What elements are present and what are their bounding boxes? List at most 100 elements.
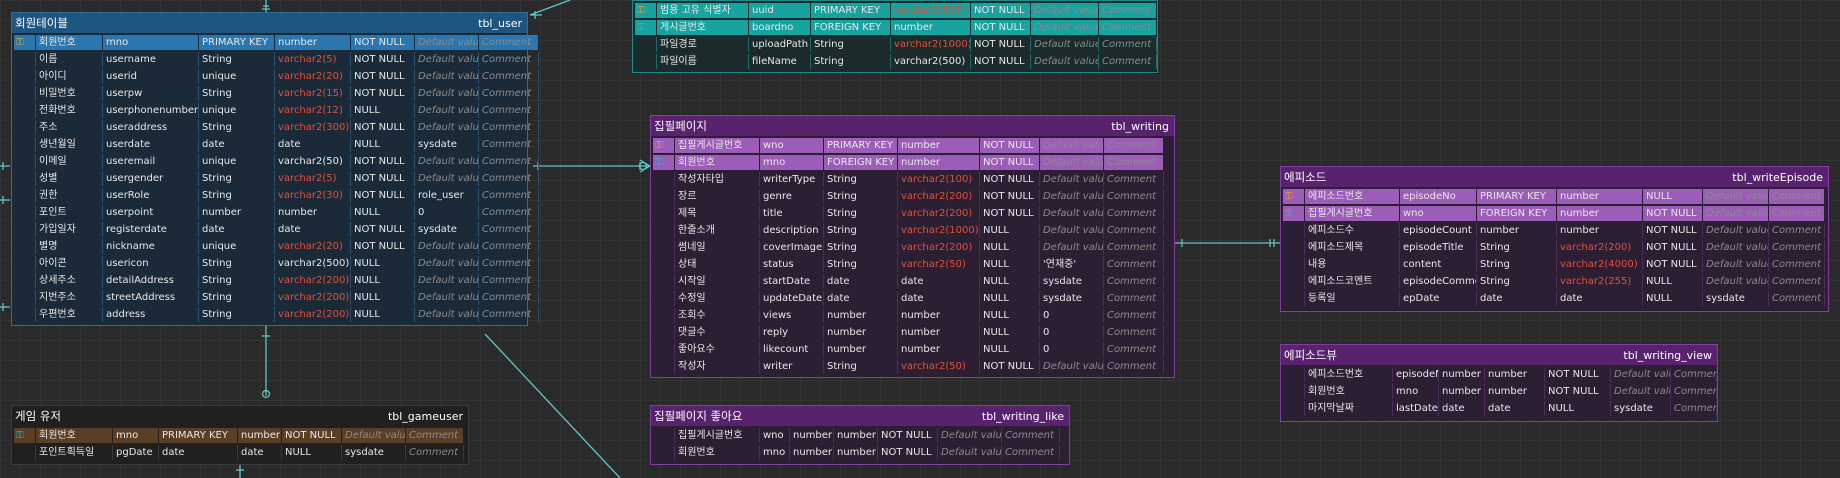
column-data-type[interactable]: number	[834, 428, 878, 443]
column-physical-name[interactable]: reply	[760, 325, 824, 340]
column-constraint[interactable]: String	[824, 206, 898, 221]
column-nullable[interactable]: NOT NULL	[980, 189, 1040, 204]
column-default-value[interactable]: Default value	[1703, 240, 1769, 255]
column-default-value[interactable]: Default value	[415, 69, 479, 84]
column-nullable[interactable]: NULL	[351, 307, 415, 322]
column-comment[interactable]: Comment	[1104, 206, 1164, 221]
column-data-type[interactable]: number	[898, 342, 980, 357]
column-logical-name[interactable]: 작성자	[675, 359, 760, 374]
table-header[interactable]: 에피소드 tbl_writeEpisode	[1281, 167, 1828, 187]
table-header[interactable]: 게임 유저 tbl_gameuser	[12, 406, 468, 426]
column-physical-name[interactable]: lastDate	[1393, 401, 1439, 416]
column-nullable[interactable]: NOT NULL	[351, 52, 415, 67]
column-physical-name[interactable]: username	[103, 52, 199, 67]
column-default-value[interactable]: sysdate	[1040, 274, 1104, 289]
column-physical-name[interactable]: episodeCount	[1400, 223, 1477, 238]
column-data-type[interactable]: date	[238, 445, 282, 460]
column-data-type[interactable]: varchar2(5)	[275, 171, 351, 186]
column-data-type[interactable]: date	[275, 222, 351, 237]
column-constraint[interactable]: number	[1439, 367, 1485, 382]
column-default-value[interactable]: Default value	[1611, 384, 1671, 399]
column-default-value[interactable]: 0	[415, 205, 479, 220]
column-physical-name[interactable]: description	[760, 223, 824, 238]
column-nullable[interactable]: NULL	[980, 342, 1040, 357]
column-constraint[interactable]: String	[199, 290, 275, 305]
column-comment[interactable]: Comment	[406, 445, 464, 460]
table-row[interactable]: 에피소드번호episodeNonumbernumberNOT NULLDefau…	[1283, 366, 1717, 383]
column-default-value[interactable]: sysdate	[342, 445, 406, 460]
column-default-value[interactable]: Default value	[1031, 3, 1099, 18]
column-comment[interactable]: Comment	[1104, 291, 1164, 306]
column-physical-name[interactable]: pgDate	[113, 445, 159, 460]
column-logical-name[interactable]: 별명	[36, 239, 103, 254]
column-data-type[interactable]: varchar2(50)	[275, 154, 351, 169]
column-constraint[interactable]: String	[199, 86, 275, 101]
column-comment[interactable]: Comment	[1104, 257, 1164, 272]
column-comment[interactable]: Comment	[479, 256, 539, 271]
column-physical-name[interactable]: content	[1400, 257, 1477, 272]
column-logical-name[interactable]: 아이콘	[36, 256, 103, 271]
column-physical-name[interactable]: coverImage	[760, 240, 824, 255]
column-comment[interactable]: Comment	[1769, 189, 1825, 204]
column-comment[interactable]: Comment	[1769, 274, 1825, 289]
column-data-type[interactable]: number	[1485, 384, 1545, 399]
column-physical-name[interactable]: userphonenumber	[103, 103, 199, 118]
column-default-value[interactable]: Default value	[342, 428, 406, 443]
column-logical-name[interactable]: 장르	[675, 189, 760, 204]
column-data-type[interactable]: varchar2(5)	[275, 52, 351, 67]
column-data-type[interactable]: number	[1485, 367, 1545, 382]
column-default-value[interactable]: 0	[1040, 308, 1104, 323]
column-constraint[interactable]: date	[824, 291, 898, 306]
column-data-type[interactable]: varchar2(200)	[275, 273, 351, 288]
column-logical-name[interactable]: 회원번호	[675, 155, 760, 170]
column-default-value[interactable]: Default value	[1040, 189, 1104, 204]
column-default-value[interactable]: 0	[1040, 325, 1104, 340]
column-comment[interactable]: Comment	[479, 307, 539, 322]
column-physical-name[interactable]: nickname	[103, 239, 199, 254]
column-comment[interactable]: Comment	[1769, 291, 1825, 306]
column-comment[interactable]: Comment	[1099, 37, 1157, 52]
column-default-value[interactable]: Default value	[1031, 20, 1099, 35]
column-default-value[interactable]: Default value	[415, 239, 479, 254]
column-logical-name[interactable]: 포인트	[36, 205, 103, 220]
column-constraint[interactable]: PRIMARY KEY	[199, 35, 275, 50]
column-nullable[interactable]: NOT NULL	[1643, 240, 1703, 255]
column-physical-name[interactable]: address	[103, 307, 199, 322]
column-data-type[interactable]: number	[1557, 223, 1643, 238]
column-default-value[interactable]: Default value	[938, 445, 1002, 460]
column-comment[interactable]: Comment	[1002, 428, 1060, 443]
column-data-type[interactable]: varchar2(300)	[275, 120, 351, 135]
column-constraint[interactable]: String	[811, 54, 891, 69]
column-constraint[interactable]: String	[1477, 257, 1557, 272]
column-nullable[interactable]: NOT NULL	[351, 222, 415, 237]
column-comment[interactable]: Comment	[479, 188, 539, 203]
column-constraint[interactable]: number	[824, 325, 898, 340]
column-constraint[interactable]: unique	[199, 239, 275, 254]
column-physical-name[interactable]: userdate	[103, 137, 199, 152]
column-constraint[interactable]: number	[1477, 223, 1557, 238]
column-comment[interactable]: Comment	[1104, 155, 1164, 170]
column-logical-name[interactable]: 주소	[36, 120, 103, 135]
column-nullable[interactable]: NOT NULL	[351, 188, 415, 203]
column-logical-name[interactable]: 시작일	[675, 274, 760, 289]
column-constraint[interactable]: PRIMARY KEY	[824, 138, 898, 153]
column-logical-name[interactable]: 상세주소	[36, 273, 103, 288]
column-physical-name[interactable]: boardno	[749, 20, 811, 35]
column-comment[interactable]: Comment	[479, 273, 539, 288]
column-default-value[interactable]: Default value	[1040, 172, 1104, 187]
column-default-value[interactable]: Default value	[1703, 223, 1769, 238]
column-data-type[interactable]: varchar2(12)	[275, 103, 351, 118]
column-comment[interactable]: Comment	[1671, 401, 1717, 416]
column-physical-name[interactable]: detailAddress	[103, 273, 199, 288]
column-physical-name[interactable]: streetAddress	[103, 290, 199, 305]
